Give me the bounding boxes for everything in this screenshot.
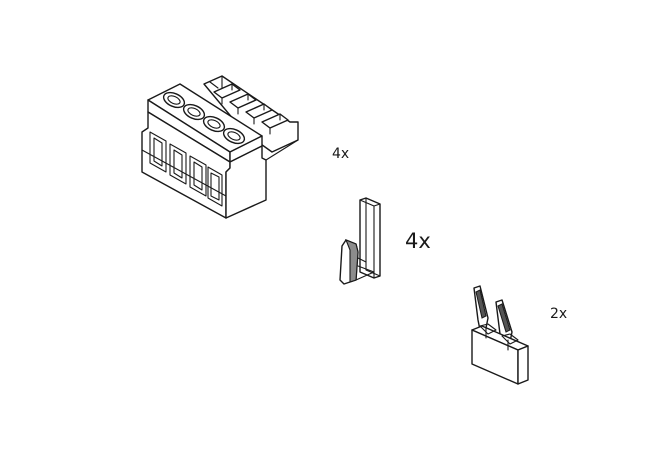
- screw-hole-4: [222, 127, 246, 145]
- terminal-block-connector: [141, 75, 299, 219]
- screw-hole-3: [202, 115, 226, 133]
- wire-entry-2: [169, 143, 187, 185]
- wire-entry-1: [149, 131, 167, 173]
- screw-hole-1: [162, 91, 186, 109]
- clip-quantity-label: 4x: [405, 229, 431, 253]
- connector-quantity-label: 4x: [332, 146, 350, 162]
- screw-hole-2: [182, 103, 206, 121]
- jumper-bridge: [471, 285, 529, 385]
- coding-clip: [339, 197, 381, 285]
- jumper-quantity-label: 2x: [550, 306, 568, 322]
